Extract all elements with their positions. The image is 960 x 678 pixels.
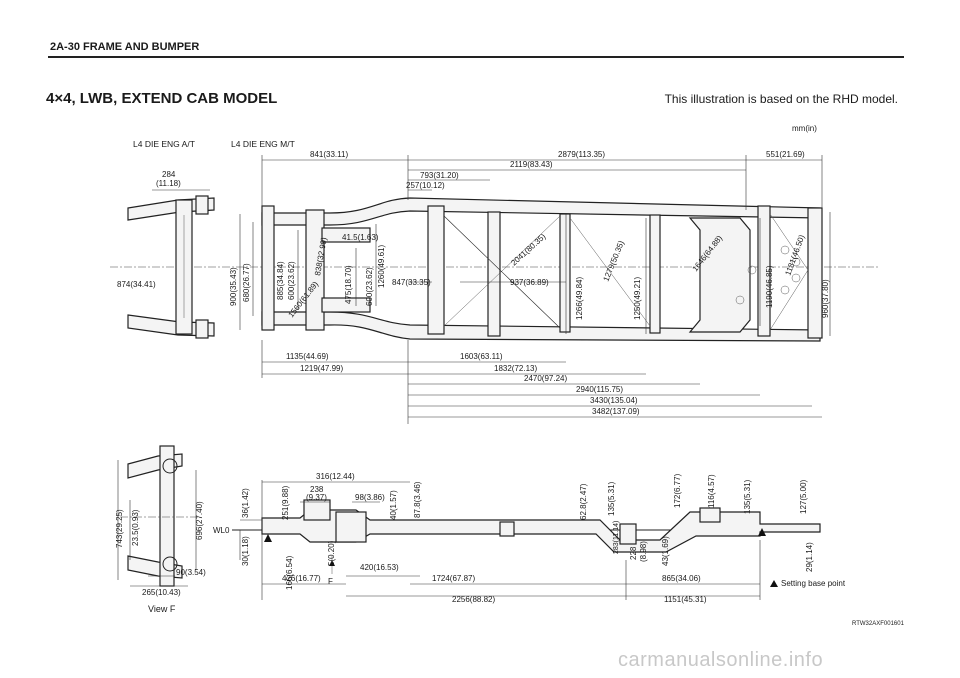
dim-284: 284 (162, 170, 176, 179)
dim-41-5: 41.5(1.63) (342, 233, 379, 242)
dim-62-8: 62.8(2.47) (579, 483, 588, 520)
setting-base-point-legend: Setting base point (770, 579, 845, 588)
dim-1266: 1266(49.84) (575, 277, 584, 320)
engine-label-at: L4 DIE ENG A/T (133, 139, 195, 149)
view-f-label: View F (148, 604, 176, 614)
dim-426: 426(16.77) (282, 574, 321, 583)
dim-135b: 135(5.31) (743, 479, 752, 514)
rhd-note: This illustration is based on the RHD mo… (664, 92, 898, 106)
dim-30: 30(1.18) (241, 536, 250, 566)
dim-865: 865(34.06) (662, 574, 701, 583)
dim-116: 116(4.57) (707, 474, 716, 508)
dim-1135: 1135(44.69) (286, 352, 329, 361)
dim-937: 937(36.89) (510, 278, 549, 287)
dim-36: 36(1.42) (241, 488, 250, 518)
side-view-dimensions: 316(12.44) 238 (9.37) 98(3.86) 40(1.57) … (213, 472, 814, 604)
dim-1219: 1219(47.99) (300, 364, 343, 373)
dim-1151: 1151(45.31) (664, 595, 707, 604)
dim-1190: 1190(46.85) (765, 265, 774, 308)
dim-316: 316(12.44) (316, 472, 355, 481)
dim-23-5: 23.5(0.93) (131, 509, 140, 546)
view-f-marker: F (328, 577, 333, 586)
dim-90: 90(3.54) (176, 568, 206, 577)
dim-40: 40(1.57) (389, 490, 398, 520)
dim-251: 251(9.88) (281, 485, 290, 520)
dim-960: 960(37.80) (821, 279, 830, 318)
view-f-drawing: 743(29.25) 23.5(0.93) 696(27.40) 90(3.54… (115, 445, 206, 597)
dim-1832: 1832(72.13) (494, 364, 537, 373)
dim-2879: 2879(113.35) (558, 150, 605, 159)
dim-238: 238 (310, 485, 324, 494)
frame-side-view (232, 480, 821, 600)
dim-2119: 2119(83.43) (510, 160, 553, 169)
figure-code: RTW32AXF001601 (852, 621, 904, 627)
dim-874: 874(34.41) (117, 280, 156, 289)
dim-1279: 1279(50.35) (602, 239, 627, 283)
dim-3430: 3430(135.04) (590, 396, 638, 405)
dim-885: 885(34.84) (276, 261, 285, 300)
dim-166: 166(6.54) (285, 555, 294, 590)
dim-238-in: (9.37) (306, 493, 327, 502)
watermark: carmanualsonline.info (618, 649, 824, 671)
engine-label-mt: L4 DIE ENG M/T (231, 139, 295, 149)
dim-43: 43(1.69) (661, 536, 670, 566)
dim-135a: 135(5.31) (607, 481, 616, 516)
dim-265: 265(10.43) (142, 588, 181, 597)
dim-1603: 1603(63.11) (460, 352, 503, 361)
section-header: 2A-30 FRAME AND BUMPER (50, 41, 200, 53)
dim-172: 172(6.77) (673, 473, 682, 508)
header-rule (48, 56, 904, 58)
dim-283: 283(11.14) (613, 521, 620, 554)
setting-base-point-front (264, 534, 272, 542)
dim-900: 900(35.43) (229, 267, 238, 306)
legend-text: Setting base point (781, 579, 846, 588)
dim-2470: 2470(97.24) (524, 374, 567, 383)
dim-793: 793(31.20) (420, 171, 459, 180)
setting-base-point-rear (758, 528, 766, 536)
wl0-label: WL0 (213, 526, 230, 535)
dim-475: 475(18.70) (344, 265, 353, 304)
dim-600b: 600(23.62) (365, 267, 374, 306)
dim-3482: 3482(137.09) (592, 407, 640, 416)
dim-2940: 2940(115.75) (576, 385, 623, 394)
dim-551: 551(21.69) (766, 150, 805, 159)
frame-plan-view (110, 155, 880, 424)
dim-98: 98(3.86) (355, 493, 385, 502)
dim-5: 5(0.20) (327, 540, 336, 566)
dim-228-in: (8.98) (639, 541, 648, 562)
dim-1724: 1724(67.87) (432, 574, 475, 583)
triangle-marker-icon (770, 580, 778, 587)
dim-1181: 1181(46.50) (783, 233, 806, 276)
dim-696: 696(27.40) (195, 501, 204, 540)
units-label: mm(in) (792, 124, 817, 133)
dim-257: 257(10.12) (406, 181, 445, 190)
dim-87-8: 87.8(3.46) (413, 481, 422, 518)
dim-743: 743(29.25) (115, 509, 124, 548)
dim-228: 228 (629, 546, 638, 560)
dim-284-in: (11.18) (156, 179, 181, 188)
dim-841: 841(33.11) (310, 150, 348, 159)
dim-420: 420(16.53) (360, 563, 399, 572)
dim-127: 127(5.00) (799, 479, 808, 514)
page-title: 4×4, LWB, EXTEND CAB MODEL (46, 90, 278, 107)
dim-1260: 1260(49.61) (377, 245, 386, 288)
dim-847: 847(33.35) (392, 278, 431, 287)
dim-29: 29(1.14) (805, 542, 814, 572)
dim-600a: 600(23.62) (287, 261, 296, 300)
dim-1250: 1250(49.21) (633, 277, 642, 320)
dim-2041: 2041(80.35) (509, 232, 547, 268)
dim-2256: 2256(88.82) (452, 595, 495, 604)
dim-680: 680(26.77) (242, 263, 251, 302)
